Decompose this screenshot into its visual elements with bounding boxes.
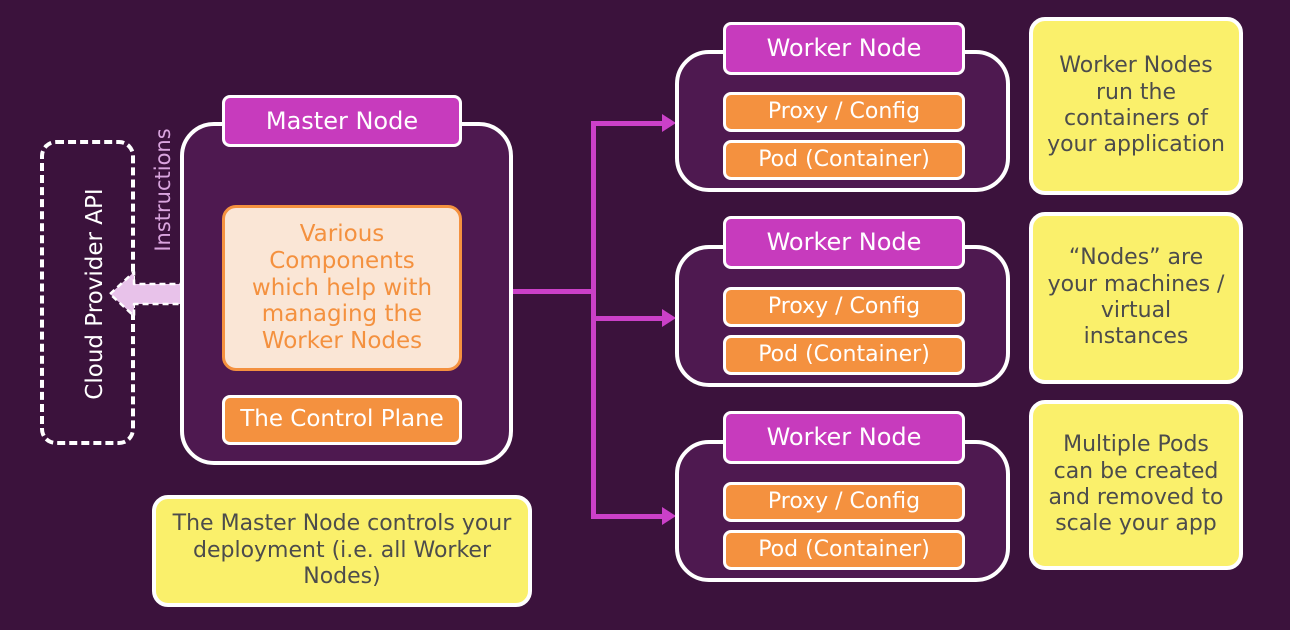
cloud-provider-api-label: Cloud Provider API	[82, 188, 108, 400]
connector-branch-2	[591, 316, 667, 321]
worker-node-header-3[interactable]: Worker Node	[723, 411, 965, 464]
note-worker-nodes-run-containers: Worker Nodes run the containers of your …	[1029, 17, 1243, 195]
worker-node-header-2[interactable]: Worker Node	[723, 216, 965, 269]
connector-branch-3	[591, 514, 667, 519]
worker-proxy-3[interactable]: Proxy / Config	[723, 482, 965, 522]
worker-pod-1[interactable]: Pod (Container)	[723, 140, 965, 180]
note-nodes-are-machines: “Nodes” are your machines / virtual inst…	[1029, 212, 1243, 384]
worker-pod-3[interactable]: Pod (Container)	[723, 530, 965, 570]
note-multiple-pods: Multiple Pods can be created and removed…	[1029, 400, 1243, 570]
instructions-label: Instructions	[151, 128, 175, 252]
master-note: The Master Node controls your deployment…	[152, 495, 532, 607]
connector-arrowhead-2	[662, 309, 676, 327]
worker-node-header-1[interactable]: Worker Node	[723, 22, 965, 75]
control-plane-box[interactable]: The Control Plane	[222, 395, 462, 445]
worker-pod-2[interactable]: Pod (Container)	[723, 335, 965, 375]
connector-branch-1	[591, 121, 667, 126]
master-node-header[interactable]: Master Node	[222, 95, 462, 147]
worker-proxy-2[interactable]: Proxy / Config	[723, 287, 965, 327]
connector-arrowhead-1	[662, 114, 676, 132]
master-components-box: Various Components which help with manag…	[222, 205, 462, 371]
connector-stem	[513, 289, 595, 294]
connector-arrowhead-3	[662, 507, 676, 525]
worker-proxy-1[interactable]: Proxy / Config	[723, 92, 965, 132]
